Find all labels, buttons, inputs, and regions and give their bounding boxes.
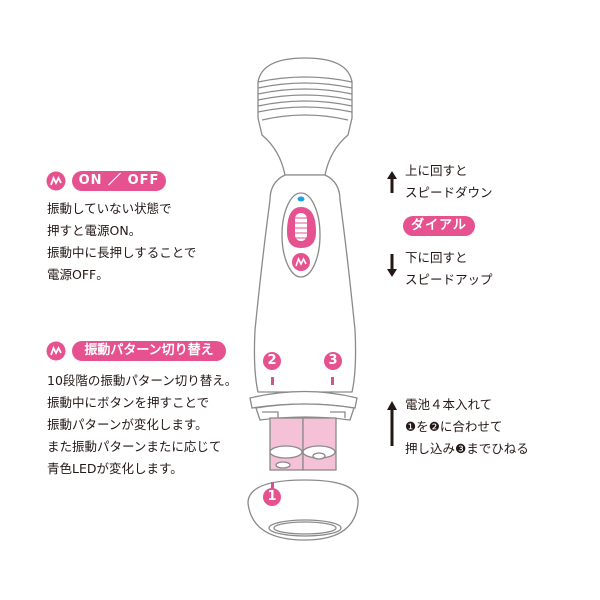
power-description: 振動していない状態で 押すと電源ON。 振動中に長押しすることで 電源OFF。	[47, 198, 196, 286]
text-line: 押し込み❸までひねる	[405, 441, 529, 456]
arrows	[387, 171, 397, 446]
vibration-wave-icon	[46, 341, 66, 361]
text-line: 上に回すと	[405, 163, 468, 178]
dial-down-description: 下に回すと スピードアップ	[405, 247, 493, 291]
power-button	[292, 253, 310, 271]
battery-2	[302, 417, 337, 471]
pattern-heading: 振動パターン切り替え	[72, 341, 226, 361]
text-line: 青色LEDが変化します。	[47, 461, 183, 476]
arrow-down-icon	[387, 254, 397, 277]
marker-label: 3	[328, 353, 338, 368]
marker-3: 3	[324, 352, 342, 370]
dial-label: ダイアル	[403, 216, 475, 236]
text-line: 10段階の振動パターン切り替え。	[47, 373, 238, 388]
vibration-wave-icon	[46, 171, 66, 191]
text-line: スピードダウン	[405, 185, 493, 200]
text-line: 下に回すと	[405, 250, 468, 265]
led-indicator	[297, 196, 305, 202]
arrow-up-icon	[387, 401, 397, 446]
marker-label: 1	[267, 489, 277, 504]
marker-2: 2	[263, 352, 281, 370]
text-line: 振動中に長押しすることで	[47, 245, 197, 260]
arrow-up-icon	[387, 171, 397, 193]
head-ribs	[257, 76, 353, 121]
text-line: ❶を❷に合わせて	[405, 419, 503, 434]
marker-label: 2	[267, 353, 277, 368]
text-line: 電源OFF。	[47, 267, 109, 282]
device-head	[257, 57, 353, 176]
text-line: 振動していない状態で	[47, 201, 172, 216]
battery-instructions: 電池４本入れて ❶を❷に合わせて 押し込み❸までひねる	[405, 394, 529, 460]
text-line: また振動パターンまたに応じて	[47, 439, 222, 454]
battery-1	[269, 417, 304, 471]
device-body	[253, 174, 357, 393]
dial-up-description: 上に回すと スピードダウン	[405, 160, 493, 204]
text-line: 振動パターンが変化します。	[47, 417, 208, 432]
text-line: スピードアップ	[405, 272, 493, 287]
text-line: 振動中にボタンを押すことで	[47, 395, 210, 410]
pattern-description: 10段階の振動パターン切り替え。 振動中にボタンを押すことで 振動パターンが変化…	[47, 370, 237, 480]
text-line: 押すと電源ON。	[47, 223, 142, 238]
text-line: 電池４本入れて	[405, 397, 493, 412]
power-heading: ON ／ OFF	[72, 171, 166, 191]
marker-1: 1	[263, 488, 281, 506]
